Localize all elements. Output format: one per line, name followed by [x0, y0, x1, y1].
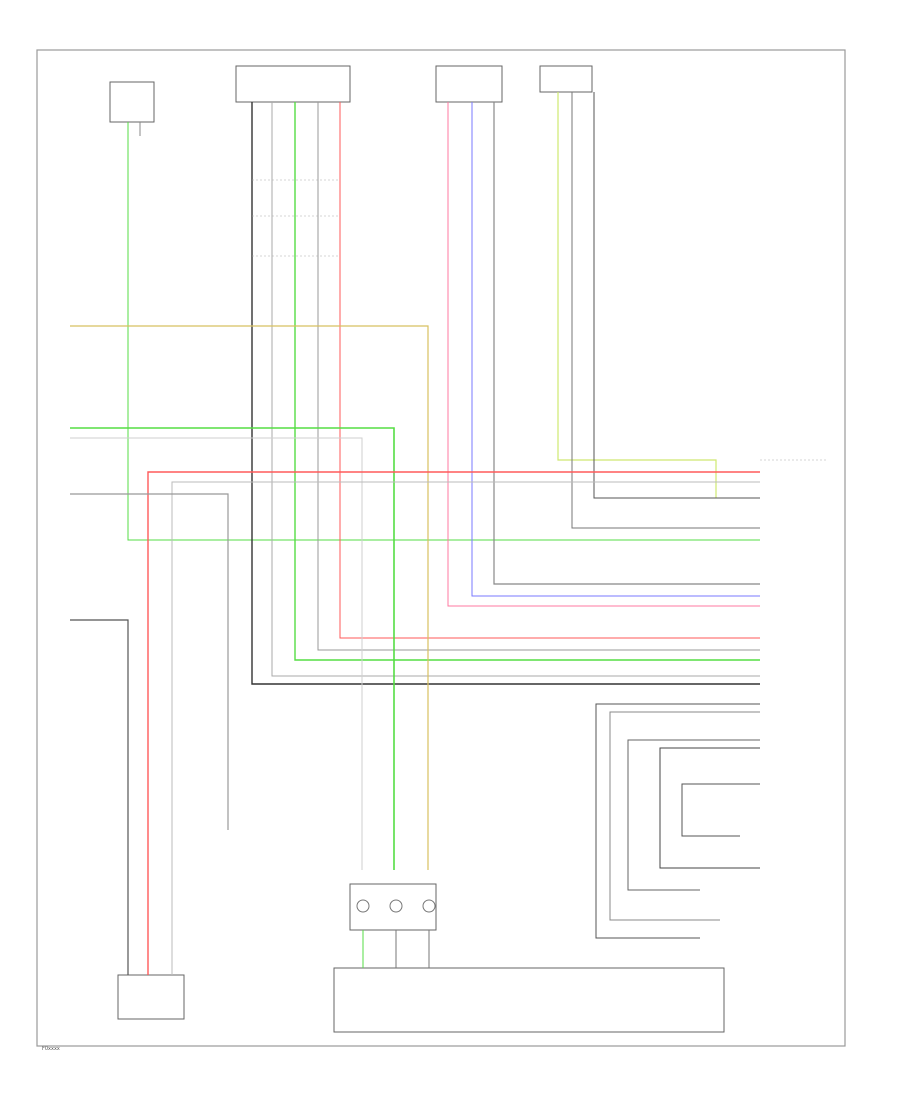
wire-pink-b1 [447, 102, 760, 607]
wire-right-nested-3 [627, 739, 760, 891]
wire-dark-a1 [251, 102, 760, 685]
component-bottom-right-switch-panel [333, 967, 725, 1033]
wire-gray-a2 [271, 102, 760, 677]
wire-gray-across [171, 481, 760, 975]
wire-green-horizontal [70, 427, 395, 870]
component-top-connector-c [539, 65, 593, 93]
wire-blue-b2 [471, 102, 760, 597]
wire-right-nested-5 [681, 783, 760, 837]
wire-right-nested-4 [659, 747, 760, 869]
wire-right-nested-1 [595, 703, 760, 939]
wire-dark-left-bottom [70, 619, 129, 975]
wire-red-across [147, 471, 760, 975]
wire-green-a3 [294, 102, 760, 661]
wire-dark-c3 [593, 92, 760, 499]
diagram-frame [36, 49, 846, 1047]
wire-tie-a1 [252, 179, 340, 257]
wire-gray-left-horizontal [70, 493, 229, 830]
switch-circle-1 [356, 899, 370, 913]
wire-right-nested-2 [609, 711, 760, 921]
wire-yellowgreen-c1 [557, 92, 717, 498]
wire-light-horizontal [70, 437, 363, 870]
wire-green-left [127, 122, 760, 541]
switch-circle-3 [422, 899, 436, 913]
component-top-left-switch [109, 81, 155, 123]
component-top-connector-a [235, 65, 351, 103]
footer-code: F0xxxx [42, 1046, 60, 1052]
wire-gray-b3 [493, 102, 760, 585]
wire-gray-c2 [571, 92, 760, 529]
switch-circle-2 [389, 899, 403, 913]
wire-gray-a4 [317, 102, 760, 651]
wire-red-a5 [339, 102, 760, 639]
wire-yellow-horizontal [70, 325, 429, 870]
component-top-connector-b [435, 65, 503, 103]
component-bottom-left-unit [117, 974, 185, 1020]
component-bottom-switch-module [349, 883, 437, 931]
